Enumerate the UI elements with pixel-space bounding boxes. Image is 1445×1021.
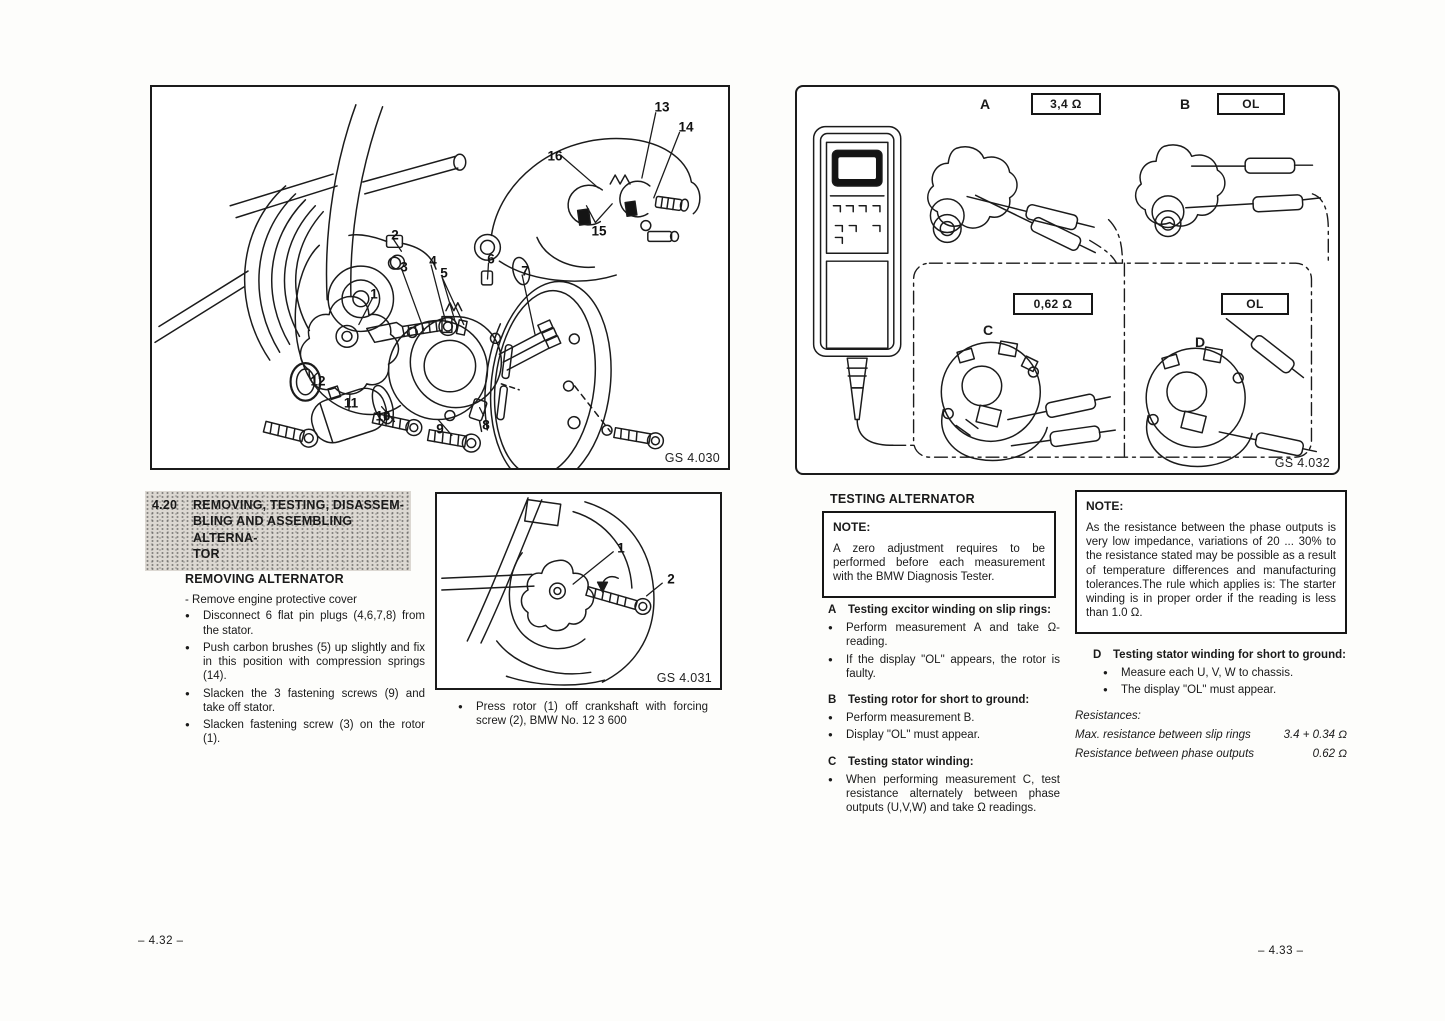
- list-item: ● Slacken the 3 fastening screws (9) and…: [185, 687, 425, 714]
- note-box-resistance: NOTE: As the resistance between the phas…: [1075, 490, 1347, 634]
- table-row: Max. resistance between slip rings 3.4 +…: [1075, 729, 1347, 742]
- callout-9: 9: [436, 421, 444, 437]
- testing-alternator-heading: TESTING ALTERNATOR: [830, 492, 975, 506]
- list-item: ● Disconnect 6 flat pin plugs (4,6,7,8) …: [185, 610, 425, 637]
- measurement-value-A: 3,4 Ω: [1031, 93, 1101, 115]
- removing-alternator-heading: REMOVING ALTERNATOR: [185, 572, 344, 586]
- callout-1: 1: [370, 286, 378, 302]
- callout-15: 15: [591, 223, 607, 239]
- bullet-icon: ●: [185, 611, 190, 621]
- exploded-alternator-drawing: [154, 104, 701, 468]
- callout-2: 2: [391, 227, 399, 243]
- callout-16: 16: [547, 148, 563, 164]
- bullet-icon: ●: [185, 642, 190, 652]
- section-heading: 4.20 REMOVING, TESTING, DISASSEM- BLING …: [145, 491, 411, 571]
- note-box-tester: NOTE: A zero adjustment requires to be p…: [822, 511, 1056, 598]
- alternator-testing-drawing: [812, 125, 1329, 468]
- right-column: NOTE: As the resistance between the phas…: [1075, 490, 1347, 761]
- list-item: ● Slacken fastening screw (3) on the rot…: [185, 719, 425, 746]
- figure-label-gs4030: GS 4.030: [664, 451, 720, 465]
- test-letter-B: B: [1179, 96, 1191, 112]
- rotor-removal-drawing: [441, 497, 663, 686]
- step-intro: - Remove engine protective cover: [185, 594, 357, 606]
- section-title-line: TOR: [193, 546, 220, 561]
- removing-alternator-steps: - Remove engine protective cover ● Disco…: [185, 593, 425, 750]
- bullet-icon: ●: [458, 702, 463, 711]
- callout-1: 1: [617, 540, 625, 556]
- bullet-icon: ●: [1103, 684, 1108, 694]
- test-sections: A Testing excitor winding on slip rings:…: [828, 603, 1060, 827]
- callout-4: 4: [429, 253, 437, 269]
- bullet-icon: ●: [828, 654, 833, 664]
- measurement-value-C: 0,62 Ω: [1013, 293, 1093, 315]
- callout-11: 11: [343, 395, 359, 411]
- bullet-icon: ●: [828, 774, 833, 784]
- bullet-icon: ●: [828, 623, 833, 633]
- callout-8: 8: [482, 417, 490, 433]
- test-section-c: C Testing stator winding: ● When perform…: [828, 755, 1060, 815]
- page-number-right: – 4.33 –: [1258, 945, 1304, 957]
- callout-5: 5: [440, 265, 448, 281]
- section-title-line: BLING AND ASSEMBLING ALTERNA-: [193, 514, 353, 545]
- test-section-a: A Testing excitor winding on slip rings:…: [828, 604, 1060, 680]
- callout-3: 3: [400, 259, 408, 275]
- callout-7: 7: [521, 263, 529, 279]
- section-title: REMOVING, TESTING, DISASSEM- BLING AND A…: [193, 497, 405, 562]
- callout-6: 6: [487, 251, 495, 267]
- note-body: As the resistance between the phase outp…: [1086, 521, 1336, 620]
- section-title-line: REMOVING, TESTING, DISASSEM-: [193, 498, 405, 512]
- resistances-heading: Resistances:: [1075, 710, 1141, 723]
- table-row: Resistance between phase outputs 0.62 Ω: [1075, 747, 1347, 760]
- callout-13: 13: [654, 99, 670, 115]
- bullet-icon: ●: [828, 713, 833, 723]
- figure-label-gs4032: GS 4.032: [1274, 456, 1330, 470]
- note-title: NOTE:: [833, 520, 871, 534]
- page-number-left: – 4.32 –: [138, 935, 184, 947]
- bullet-icon: ●: [185, 720, 190, 729]
- bullet-icon: ●: [828, 730, 833, 740]
- bullet-icon: ●: [185, 688, 190, 698]
- note-title: NOTE:: [1086, 499, 1124, 513]
- test-letter-D: D: [1194, 334, 1206, 350]
- test-section-b: B Testing rotor for short to ground: ● P…: [828, 694, 1030, 742]
- callout-10: 10: [375, 408, 391, 424]
- measurement-value-D: OL: [1221, 293, 1289, 315]
- callout-2: 2: [667, 571, 675, 587]
- test-section-d: D Testing stator winding for short to gr…: [1093, 648, 1346, 696]
- test-letter-C: C: [982, 322, 994, 338]
- figure-label-gs4031: GS 4.031: [656, 671, 712, 685]
- resistances-table: Resistances: Max. resistance between sli…: [1075, 709, 1347, 761]
- callout-12: 12: [310, 373, 326, 389]
- bullet-icon: ●: [1103, 667, 1108, 677]
- callout-14: 14: [678, 119, 694, 135]
- test-letter-A: A: [979, 96, 991, 112]
- figure-rotor-removal: GS 4.031 1 2: [435, 492, 722, 690]
- figure-alternator-testing: GS 4.032 A 3,4 Ω B OL C 0,62 Ω D OL: [795, 85, 1340, 475]
- note-body: A zero adjustment requires to be perform…: [833, 542, 1045, 584]
- section-number: 4.20: [152, 498, 178, 512]
- list-item: ● Push carbon brushes (5) up slightly an…: [185, 641, 425, 683]
- figure-caption: ● Press rotor (1) off crankshaft with fo…: [458, 701, 708, 728]
- measurement-value-B: OL: [1217, 93, 1285, 115]
